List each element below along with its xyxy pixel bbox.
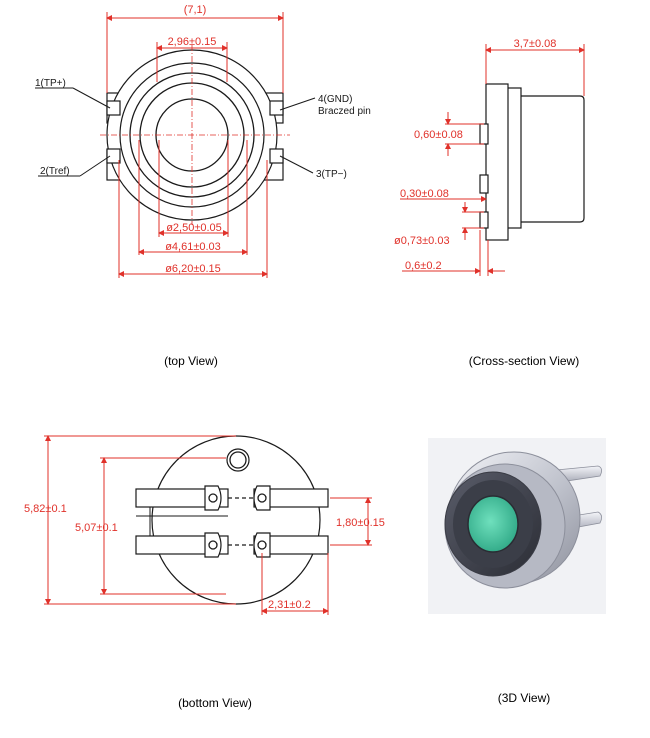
- dim-pin-diameter: ø0,73±0.03: [394, 235, 450, 247]
- three-d-view: (3D View): [428, 438, 606, 705]
- dim-pin-a: 0,60±0.08: [414, 129, 463, 141]
- top-view: (7,1) 2,96±0.15 ø2,50±0.05 ø4,61±0.03 ø6…: [35, 4, 371, 368]
- pin-4-label: 4(GND): [318, 94, 352, 105]
- bottom-view-pins: [135, 485, 329, 558]
- dim-pin-b: 0,30±0.08: [400, 188, 449, 200]
- dim-height-outer: 5,82±0.1: [24, 503, 67, 515]
- dim-height: 3,7±0.08: [514, 38, 557, 50]
- pin-3-label: 3(TP−): [316, 169, 347, 180]
- dim-window-width: 2,96±0.15: [168, 36, 217, 48]
- dim-base: 0,6±0.2: [405, 260, 442, 272]
- pin-1-label: 1(TP+): [35, 78, 66, 89]
- top-view-caption: (top View): [164, 354, 218, 368]
- three-d-view-caption: (3D View): [498, 691, 550, 705]
- top-view-pins: [106, 100, 284, 164]
- dim-pin-width: 2,31±0.2: [268, 599, 311, 611]
- bottom-view: 5,82±0.1 5,07±0.1 1,80±0.15 2,31±0.2 (bo…: [24, 435, 385, 710]
- dim-outer-diameter: ø6,20±0.15: [165, 263, 221, 275]
- dim-mid-diameter: ø4,61±0.03: [165, 241, 221, 253]
- dim-pin-pitch: 1,80±0.15: [336, 517, 385, 529]
- dim-height-inner: 5,07±0.1: [75, 522, 118, 534]
- pin-2-label: 2(Tref): [40, 166, 70, 177]
- cross-section-caption: (Cross-section View): [469, 354, 579, 368]
- dim-inner-diameter: ø2,50±0.05: [166, 222, 222, 234]
- bottom-view-caption: (bottom View): [178, 696, 252, 710]
- cross-section-view: 3,7±0.08 0,60±0.08 0,30±0.08 ø0,73±0.03 …: [394, 38, 585, 368]
- pin-4-note: Braczed pin: [318, 106, 371, 117]
- sensor-window: [467, 495, 519, 553]
- dim-overall-width: (7,1): [184, 4, 207, 16]
